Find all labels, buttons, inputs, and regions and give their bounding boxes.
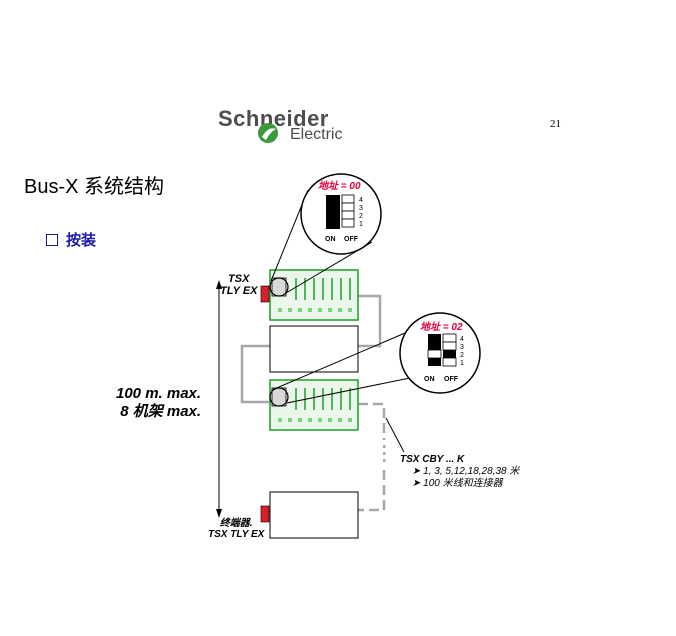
dip-2-row-1: 1 [460, 360, 464, 367]
cable-item-2-text: 100 米线和连接器 [423, 478, 503, 489]
dip-2-row-3: 3 [460, 344, 464, 351]
cable-title: TSX CBY ... K [400, 454, 465, 465]
zoom-circle-rack-1 [269, 277, 289, 297]
dip-switch-1-label: 地址 = 00 [318, 180, 361, 192]
logo-emblem-icon [258, 123, 278, 143]
distance-limit-label: 100 m. max. 8 机架 max. [116, 385, 201, 421]
cable-item-1: ➤ 1, 3, 5,12,18,28,38 米 [400, 466, 519, 478]
cable-break-dots [383, 445, 386, 462]
cable-item-2: ➤ 100 米线和连接器 [400, 478, 519, 490]
dip-switch-2-label: 地址 = 02 [420, 321, 463, 333]
dip-switch-callout-2 [399, 312, 481, 394]
terminator-plug-bottom [260, 505, 270, 523]
distance-line-2: 8 机架 max. [120, 403, 202, 420]
cable-info: TSX CBY ... K ➤ 1, 3, 5,12,18,28,38 米 ➤ … [400, 454, 519, 490]
dip-1-row-1: 1 [359, 221, 363, 228]
distance-line-1: 100 m. max. [116, 385, 202, 402]
rack-2 [269, 379, 359, 431]
dip-1-row-2: 2 [359, 213, 363, 220]
cable-item-1-text: 1, 3, 5,12,18,28,38 米 [423, 466, 520, 477]
terminator-line-2: TSX TLY EX [208, 529, 265, 540]
page-title: Bus-X 系统结构 [24, 176, 165, 198]
section-heading: 按装 [46, 229, 96, 250]
bullet-arrow-icon: ➤ [412, 466, 424, 477]
terminator-line-1: 终端器. [219, 518, 253, 529]
distance-arrow [216, 280, 222, 518]
rack-placeholder-1 [269, 325, 359, 373]
dip-1-on: ON [325, 236, 336, 243]
page-number: 21 [550, 118, 561, 130]
section-label: 按装 [66, 232, 97, 249]
dip-switch-callout-1 [300, 173, 382, 255]
cable-leader-line [385, 417, 405, 453]
tsx-top-line-1: TSX [228, 273, 250, 285]
terminator-plug-top [260, 285, 270, 303]
dip-1-row-3: 3 [359, 205, 363, 212]
rack-placeholder-bottom [269, 491, 359, 539]
dip-2-on: ON [424, 376, 435, 383]
dip-2-off: OFF [444, 376, 459, 383]
tsx-top-line-2: TLY EX [220, 285, 258, 297]
terminator-label: 终端器. TSX TLY EX [208, 518, 264, 540]
logo-subtitle: Electric [290, 126, 343, 143]
dip-1-off: OFF [344, 236, 359, 243]
zoom-circle-rack-2 [269, 387, 289, 407]
dip-1-row-4: 4 [359, 197, 363, 204]
dip-2-row-2: 2 [460, 352, 464, 359]
tsx-tly-ex-top-label: TSX TLY EX [220, 273, 258, 297]
dip-2-row-4: 4 [460, 336, 464, 343]
checkbox-icon [46, 234, 58, 246]
bullet-arrow-icon: ➤ [412, 478, 424, 489]
